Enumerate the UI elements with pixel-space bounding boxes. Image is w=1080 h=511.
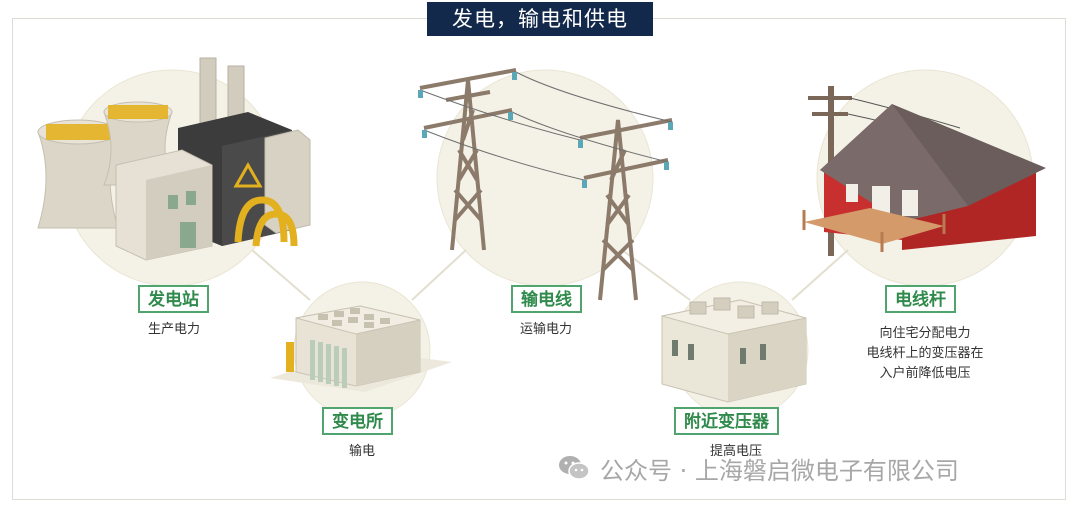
insulators: [418, 72, 673, 188]
generation-label: 发电站: [138, 285, 209, 313]
watermark-text: 公众号 · 上海磐启微电子有限公司: [600, 456, 959, 485]
substation-label: 变电所: [322, 407, 393, 435]
power-plant-illustration: [37, 57, 311, 261]
transformer-desc: 提高电压: [709, 444, 762, 459]
transformer-label: 附近变压器: [674, 407, 779, 435]
lines-label: 输电线: [511, 285, 582, 313]
transformer-illustration: [661, 297, 807, 403]
pole-desc-line-2: 电线杆上的变压器在: [866, 346, 984, 361]
pole-desc-line-1: 向住宅分配电力: [879, 326, 971, 341]
pole-desc-line-3: 入户前降低电压: [879, 366, 971, 381]
watermark: 公众号 · 上海磐启微电子有限公司: [558, 452, 959, 485]
lines-desc: 运输电力: [519, 322, 572, 337]
wechat-icon: [559, 456, 590, 480]
house-illustration: [802, 86, 1046, 256]
diagram-title: 发电，输电和供电: [427, 2, 653, 36]
pole-label: 电线杆: [885, 285, 956, 313]
power-lines: [419, 71, 673, 181]
substation-illustration: [270, 305, 452, 392]
generation-desc: 生产电力: [147, 322, 200, 337]
transmission-towers-illustration: [419, 68, 673, 301]
recycle-icon: [233, 161, 263, 188]
substation-desc: 输电: [348, 444, 375, 459]
